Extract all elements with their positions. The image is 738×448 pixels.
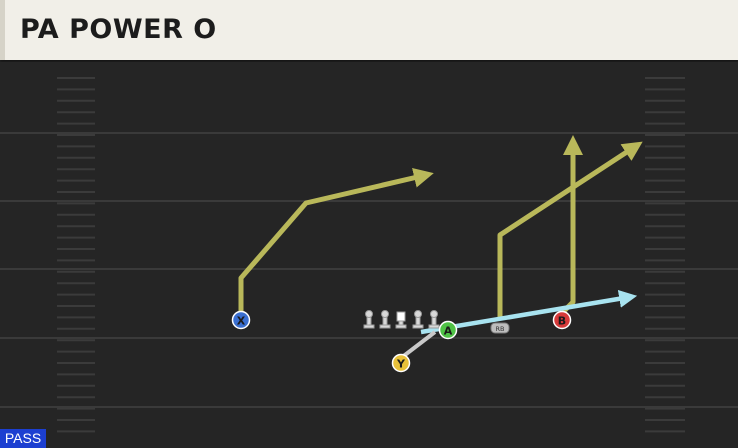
- lineman-icon: [412, 310, 424, 329]
- play-title: PA POWER O: [20, 14, 217, 45]
- lineman-icon: [363, 310, 375, 329]
- offensive-line: [363, 310, 440, 329]
- player-a-label: A: [444, 325, 453, 338]
- player-a[interactable]: A: [438, 320, 458, 340]
- play-field: X Y A B RB: [0, 62, 738, 448]
- play-diagram: X Y A B RB: [0, 77, 738, 433]
- play-header: PA POWER O: [0, 0, 738, 60]
- header-accent-bar: [0, 0, 5, 60]
- route-b: [561, 135, 583, 314]
- lineman-icon: [379, 310, 391, 329]
- hash-marks: [57, 77, 685, 433]
- player-rb[interactable]: RB: [490, 322, 510, 334]
- player-rb-label: RB: [496, 325, 505, 333]
- player-x-label: X: [237, 315, 246, 328]
- route-x: [238, 167, 434, 312]
- play-type-badge: PASS: [0, 429, 46, 448]
- center-icon: [395, 311, 407, 329]
- route-y: [399, 330, 437, 360]
- yard-lines: [0, 132, 738, 408]
- route-rb: [497, 141, 643, 320]
- player-x[interactable]: X: [231, 310, 251, 330]
- player-y-label: Y: [396, 358, 406, 371]
- lineman-icon: [428, 310, 440, 329]
- player-b[interactable]: B: [552, 310, 572, 330]
- player-y[interactable]: Y: [391, 353, 411, 373]
- player-b-label: B: [558, 315, 566, 328]
